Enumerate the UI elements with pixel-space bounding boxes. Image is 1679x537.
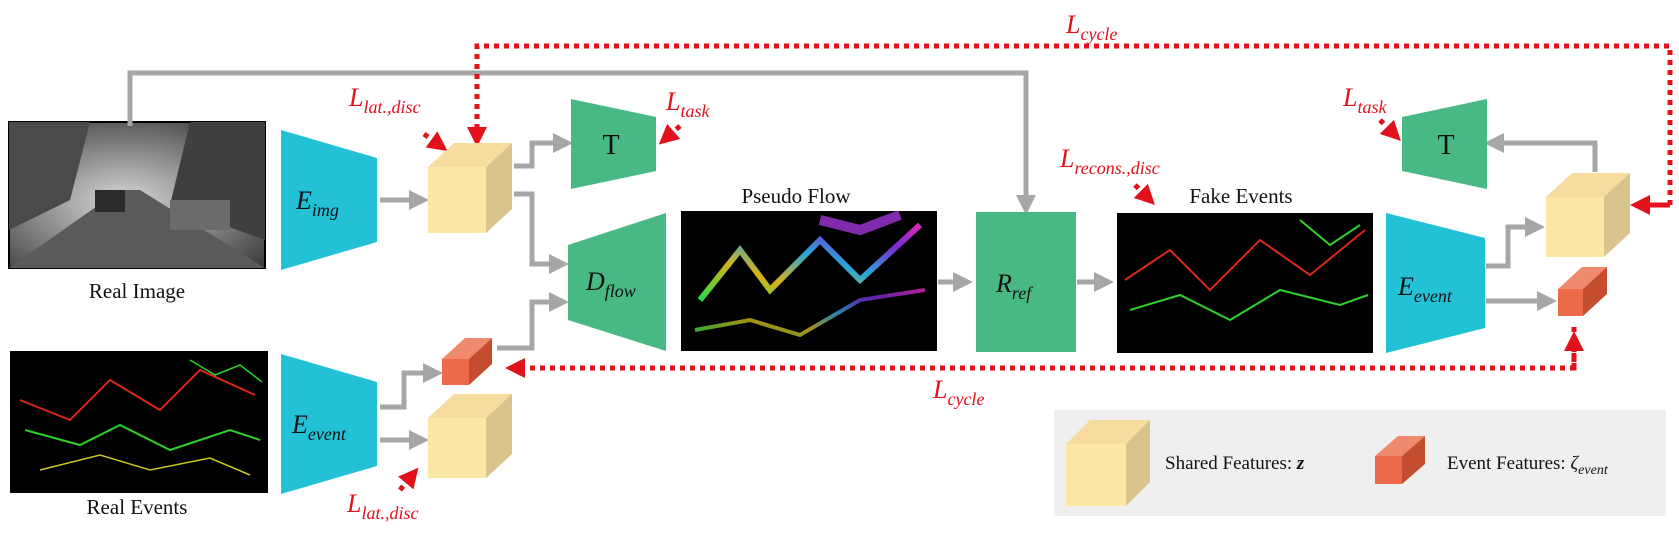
encoder-event-left: Eevent <box>281 354 377 494</box>
encoder-img: Eimg <box>281 130 377 270</box>
arrow-shared-to-dflow <box>514 191 570 274</box>
legend-background <box>1054 410 1666 516</box>
task-left-arrow <box>658 123 682 145</box>
refiner: Rref <box>976 212 1076 352</box>
legend-shared-features-text: Shared Features: z <box>1165 453 1305 474</box>
encoder-event-right: Eevent <box>1386 213 1485 353</box>
event-feature-cube-left <box>442 338 492 385</box>
task-right-arrow <box>1378 118 1401 141</box>
arrow-eevent-right-to-shared <box>1486 217 1546 269</box>
flow-decoder: Dflow <box>568 213 666 351</box>
legend: Shared Features: z Event Features: ζeven… <box>1054 410 1666 516</box>
real-events-label: Real Events <box>87 495 188 519</box>
loss-lat-disc-bottom: Llat.,disc <box>346 489 418 523</box>
loss-task-right: Ltask <box>1342 83 1387 117</box>
lat-disc-top-arrow <box>422 131 448 152</box>
loss-cycle-top: Lcycle <box>1065 10 1117 44</box>
pseudo-flow-image <box>681 210 937 351</box>
flow-decoder-label: Dflow <box>585 267 636 301</box>
task-head-left: T <box>571 99 656 189</box>
shared-feature-cube-top <box>428 143 512 233</box>
legend-event-features-text: Event Features: ζevent <box>1447 453 1609 478</box>
red-arrows <box>398 43 1673 492</box>
real-events-image <box>10 351 268 493</box>
recons-disc-arrow <box>1133 183 1155 205</box>
cycle-loss-top-arrow <box>467 43 1673 208</box>
real-image <box>8 121 266 269</box>
real-image-label: Real Image <box>89 279 185 303</box>
refiner-label: Rref <box>995 269 1034 303</box>
shared-feature-cube-right <box>1546 173 1630 257</box>
encoder-event-right-label: Eevent <box>1397 272 1453 306</box>
arrow-eventfeat-to-dflow <box>497 292 570 351</box>
event-feature-cube-right <box>1558 267 1607 316</box>
loss-task-left: Ltask <box>665 87 710 121</box>
encoder-img-label: Eimg <box>295 186 339 220</box>
fake-events-label: Fake Events <box>1189 184 1292 208</box>
arrow-image-to-refiner <box>127 70 1036 216</box>
arrow-eevent-to-eventfeat <box>380 363 444 410</box>
loss-recons-disc: Lrecons.,disc <box>1059 144 1160 178</box>
legend-shared-cube <box>1066 420 1150 506</box>
pseudo-flow-label: Pseudo Flow <box>741 184 851 208</box>
encoder-event-left-label: Eevent <box>291 410 347 444</box>
gray-arrows <box>127 70 1598 450</box>
arrow-shared-to-task <box>514 133 574 169</box>
lat-disc-bottom-arrow <box>398 467 419 492</box>
svg-text:T: T <box>602 130 619 161</box>
svg-text:T: T <box>1437 130 1454 161</box>
fake-events-image <box>1117 213 1373 353</box>
loss-lat-disc-top: Llat.,disc <box>348 83 420 117</box>
loss-cycle-bottom: Lcycle <box>932 375 984 409</box>
legend-event-cube <box>1375 436 1425 484</box>
task-head-right: T <box>1402 99 1487 189</box>
shared-feature-cube-bottom <box>428 394 512 478</box>
arrow-shared-right-to-task <box>1483 133 1598 172</box>
